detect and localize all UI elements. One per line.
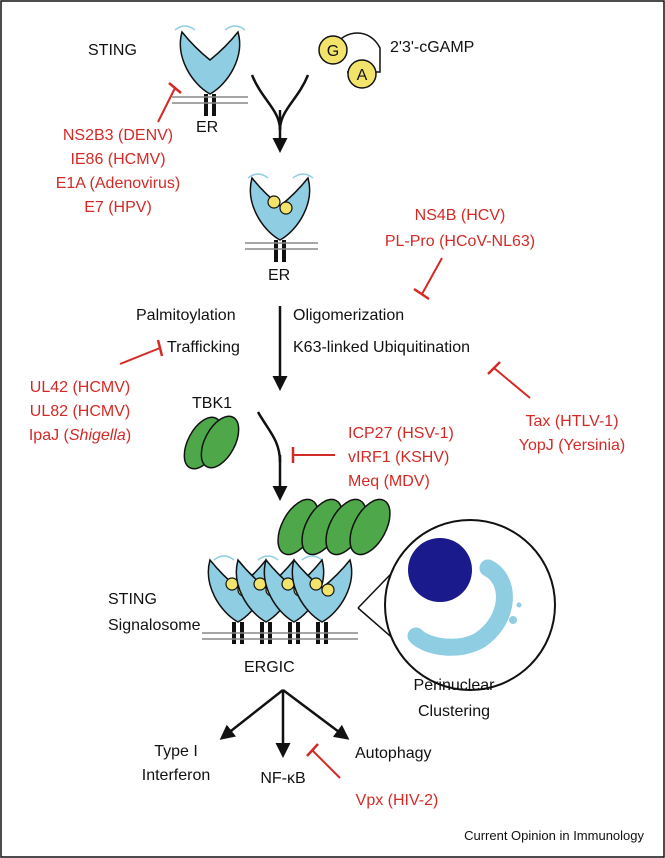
inhibitor-ul42: UL42 (HCMV) [30,379,130,396]
perinuclear-label-1: Perinuclear [414,677,496,694]
output-arrows [219,689,350,758]
sting-label: STING [88,42,137,59]
tbk1-cluster [277,498,391,556]
inhibitor-ipaj: IpaJ (Shigella) [29,427,131,444]
inhibition-bar-2 [413,287,430,301]
inhibitor-e7: E7 (HPV) [84,199,152,216]
recruitment-arrow [256,411,288,501]
inhibitor-vpx: Vpx (HIV-2) [356,792,439,809]
trafficking-label: Trafficking [167,339,240,356]
inhibitor-plpro: PL-Pro (HCoV-NL63) [385,233,535,250]
perinuclear-inset [357,519,556,691]
inhibitor-ie86: IE86 (HCMV) [70,151,165,168]
palmitoylation-label: Palmitoylation [136,307,236,324]
type1-label-1: Type I [154,743,198,760]
sting-signalosome [202,555,358,645]
inhibitor-virf1: vIRF1 (KSHV) [348,449,449,466]
oligomerization-label: Oligomerization [293,307,404,324]
inhibition-bar-3 [156,339,164,357]
cgamp-molecule: G A [318,32,381,89]
tbk1-molecule [183,415,240,470]
inhibitor-meq: Meq (MDV) [348,473,430,490]
a-label: A [357,67,368,84]
inhibition-line-5 [493,367,531,399]
inhibition-line-1 [157,87,176,123]
inhibition-line-2 [421,257,443,295]
inhibitor-tax: Tax (HTLV-1) [525,413,618,430]
cgamp-label: 2'3'-cGAMP [390,39,474,56]
credit-label: Current Opinion in Immunology [464,828,644,843]
tbk1-label: TBK1 [192,395,232,412]
er-label-2: ER [268,267,290,284]
type1-label-2: Interferon [142,767,210,784]
k63-label: K63-linked Ubiquitination [293,339,470,356]
inhibitor-ns4b: NS4B (HCV) [415,207,506,224]
ergic-label: ERGIC [244,659,295,676]
signalosome-label-2: Signalosome [108,617,201,634]
signalosome-label-1: STING [108,591,157,608]
inhibitor-yopj: YopJ (Yersinia) [519,437,625,454]
inhibitor-ns2b3: NS2B3 (DENV) [63,127,173,144]
inhibitor-icp27: ICP27 (HSV-1) [348,425,454,442]
inhibition-line-3 [119,347,161,365]
inhibition-bar-5 [487,361,501,375]
inhibition-line-6 [311,749,341,779]
nfkb-label: NF-κB [260,770,305,787]
inhibitor-e1a: E1A (Adenovirus) [56,175,181,192]
perinuclear-label-2: Clustering [418,703,490,720]
sting-dimer-bound [245,173,318,263]
inhibition-bar-6 [306,743,319,757]
er-label-1: ER [196,119,218,136]
inhibition-bar-1 [168,82,182,94]
autophagy-label: Autophagy [355,745,432,762]
nucleus-icon [408,538,472,602]
inhibitor-ul82: UL82 (HCMV) [30,403,130,420]
g-label: G [327,43,339,60]
sting-dimer-top [172,25,248,117]
binding-arrow [250,74,310,153]
